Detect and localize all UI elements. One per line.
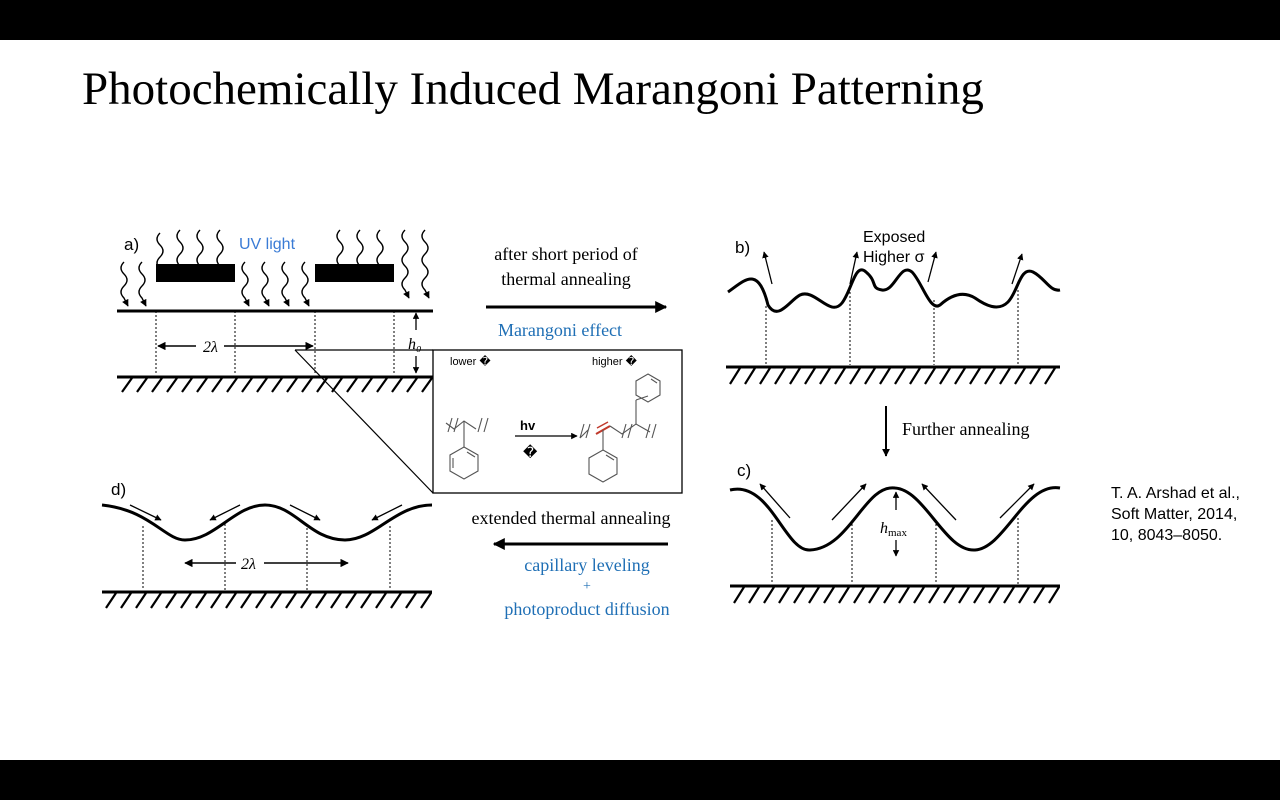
annealing-text-line1: after short period of	[494, 244, 637, 264]
uv-rays	[120, 229, 430, 307]
mask-edge-lines-a	[155, 311, 395, 375]
h0-label: h₀	[408, 336, 422, 353]
substrate-hatch-a	[121, 377, 433, 393]
plus-label: +	[583, 579, 591, 594]
extended-annealing-label: extended thermal annealing	[472, 508, 671, 528]
exposed-label: Exposed	[863, 229, 925, 246]
inset-higher-label: higher �	[592, 354, 638, 368]
inset-lower-label: lower �	[450, 354, 491, 368]
photoproduct-structure	[579, 373, 661, 483]
polystyrene-structure	[445, 417, 489, 480]
photoproduct-diffusion-label: photoproduct diffusion	[504, 599, 669, 619]
panel-d: d) 2λ	[101, 480, 433, 609]
flow-arrows-b	[762, 251, 1024, 285]
panel-a-label: a)	[124, 235, 139, 254]
panel-c-label: c)	[737, 461, 751, 480]
substrate-hatch-d	[105, 592, 432, 609]
photomask-left	[156, 264, 235, 282]
further-annealing-label: Further annealing	[902, 419, 1029, 439]
annealing-text-line2: thermal annealing	[501, 269, 630, 289]
flow-arrows-d	[129, 504, 403, 521]
panel-a: a) UV light	[117, 229, 434, 494]
panel-c: c) hmax	[729, 461, 1061, 604]
mask-edge-lines-b	[765, 288, 1019, 365]
transition-c-to-d: extended thermal annealing capillary lev…	[472, 508, 671, 619]
film-surface-d	[101, 503, 433, 542]
hv-label: hv	[520, 418, 536, 433]
inset-frame	[432, 349, 683, 494]
capillary-leveling-label: capillary leveling	[524, 555, 649, 575]
mask-edge-lines-d	[142, 524, 391, 590]
photomask-right	[315, 264, 394, 282]
substrate-hatch-c	[733, 586, 1060, 604]
marangoni-effect-label: Marangoni effect	[498, 320, 622, 340]
uv-light-label: UV light	[239, 236, 296, 253]
transition-b-to-c: Further annealing	[882, 406, 1029, 457]
panel-b-label: b)	[735, 238, 750, 257]
higher-sigma-label: Higher σ	[863, 249, 925, 266]
hmax-label: hmax	[880, 520, 907, 539]
panel-d-label: d)	[111, 480, 126, 499]
slide-title: Photochemically Induced Marangoni Patter…	[82, 63, 984, 115]
mask-edge-lines-c	[771, 518, 1019, 584]
film-surface-c	[729, 486, 1061, 552]
film-surface-b	[727, 268, 1061, 313]
flow-arrows-c	[759, 483, 1035, 521]
inset-sub-label: �	[523, 444, 538, 460]
substrate-hatch-b	[729, 367, 1056, 385]
reaction-inset: lower � higher � hv �	[432, 349, 683, 494]
citation: T. A. Arshad et al., Soft Matter, 2014, …	[1111, 485, 1240, 544]
period-label-d: 2λ	[241, 556, 256, 573]
panel-b: b) Exposed Higher σ	[726, 229, 1061, 385]
period-label-a: 2λ	[203, 339, 218, 356]
transition-a-to-b: after short period of thermal annealing …	[486, 244, 668, 340]
